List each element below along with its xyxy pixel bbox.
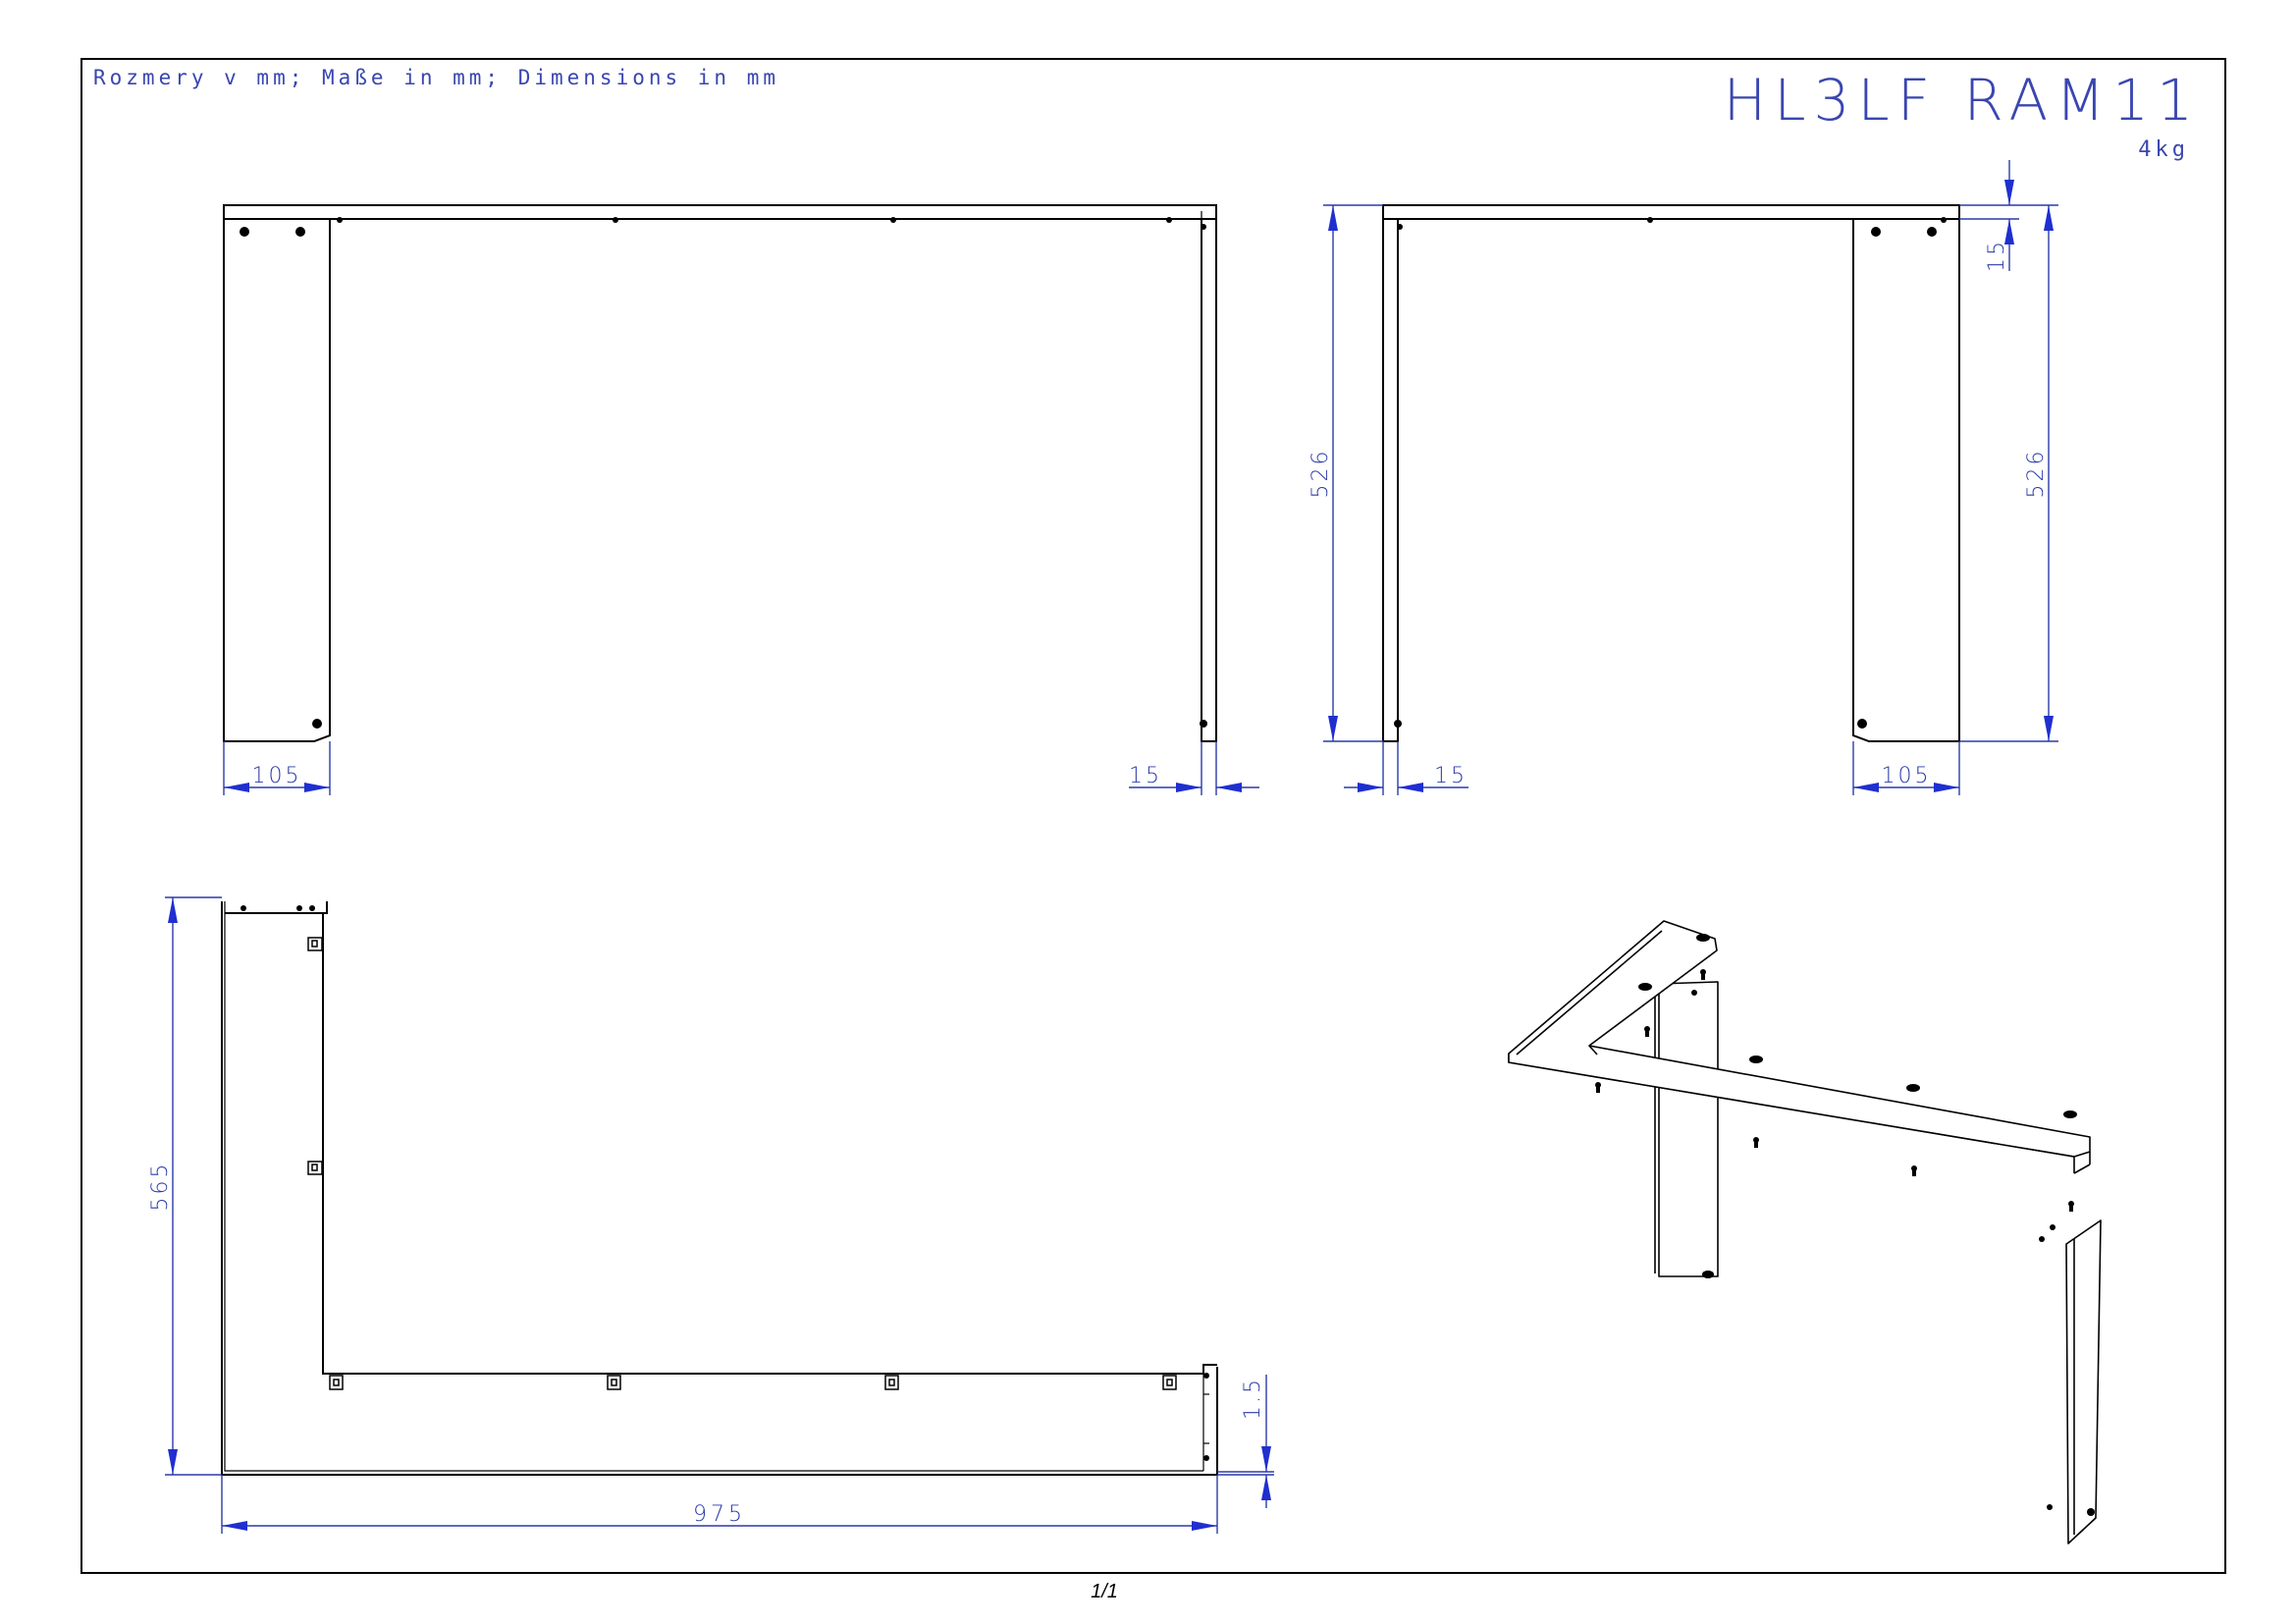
front-right-leg [1201, 205, 1217, 742]
dim-plan-length: 975 [693, 1502, 746, 1527]
front-hole [312, 719, 322, 729]
front-hole [1201, 224, 1206, 230]
side-top-bar [1382, 204, 1960, 220]
front-view [223, 204, 1217, 742]
dim-plan-sheet-thickness: 1.5 [1241, 1377, 1265, 1420]
dim-side-right-leg-width: 105 [1882, 764, 1932, 788]
front-dimensions: 105 15 [223, 741, 1259, 795]
front-top-bar [223, 204, 1217, 220]
plan-brackets [307, 937, 1177, 1390]
plan-dimensions: 565 975 1.5 [148, 896, 1274, 1534]
weight-label: 4kg [2138, 137, 2189, 162]
front-hole [240, 227, 249, 237]
dim-side-height-right: 526 [2024, 449, 2049, 499]
side-right-leg [1852, 219, 1960, 742]
part-code-title: HL3LF RAM11 [1724, 67, 2201, 134]
dim-front-right-leg-thickness: 15 [1129, 764, 1162, 788]
dim-side-top-thickness: 15 [1985, 239, 2009, 272]
page-number: 1/1 [1091, 1581, 1118, 1602]
dim-side-left-thickness: 15 [1434, 764, 1468, 788]
front-left-leg [223, 219, 331, 742]
side-dimensions: 526 526 15 15 105 [1308, 160, 2058, 795]
dim-front-left-leg-width: 105 [252, 764, 302, 788]
side-left-leg [1382, 205, 1399, 742]
side-view [1382, 204, 1960, 742]
units-note: Rozmery v mm; Maße in mm; Dimensions in … [93, 66, 779, 89]
iso-top-frame [1508, 920, 2091, 1158]
iso-separate-leg [2065, 1219, 2102, 1544]
isometric-exploded-view [1508, 920, 2102, 1544]
side-hole [1927, 227, 1937, 237]
iso-vertical-leg [1658, 981, 1719, 1277]
side-hole [1857, 719, 1867, 729]
plan-inner-frame [225, 901, 1217, 1375]
front-hole [1200, 720, 1207, 728]
plan-outer-frame [221, 901, 1218, 1476]
iso-fasteners [1595, 934, 2095, 1516]
dim-side-height-left: 526 [1308, 449, 1333, 499]
drawing-frame [80, 58, 2226, 1574]
side-hole [1871, 227, 1881, 237]
front-hole [295, 227, 305, 237]
plan-view [221, 901, 1218, 1476]
dim-plan-depth: 565 [148, 1162, 173, 1212]
